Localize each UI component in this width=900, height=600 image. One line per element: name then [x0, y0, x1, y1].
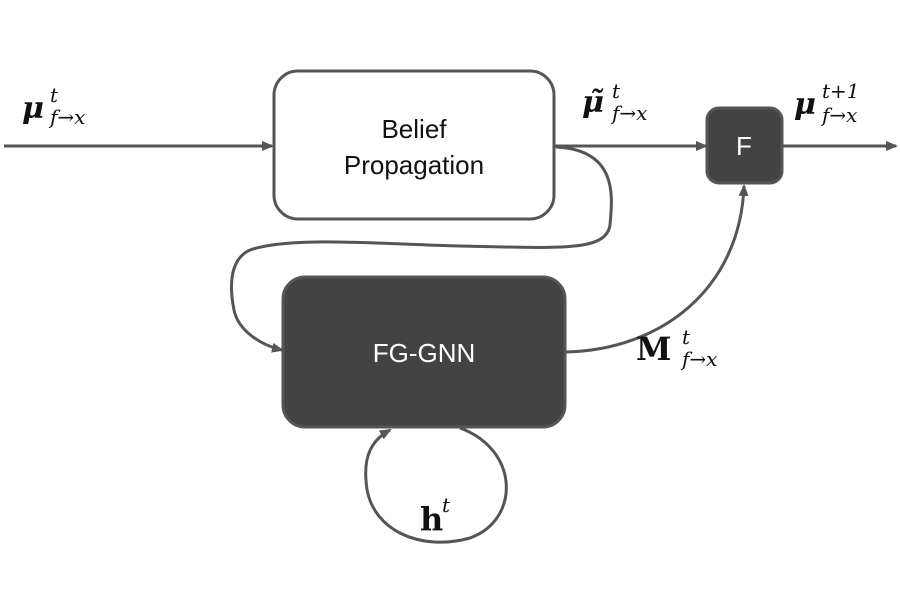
label-M: M t f→x — [636, 325, 717, 371]
label-h-base: h — [420, 500, 443, 538]
label-mu-out: μ t+1 f→x — [794, 79, 860, 127]
label-h: h t — [420, 493, 451, 538]
label-mu-in-sup: t — [50, 83, 59, 107]
fg-gnn-label: FG-GNN — [373, 338, 476, 368]
f-box-label: F — [736, 131, 752, 161]
label-mu-in-sub: f→x — [48, 105, 85, 129]
label-mu-in: μ t f→x — [22, 83, 85, 129]
edge-fggnn-self-loop — [364, 426, 508, 544]
f-box — [705, 106, 784, 185]
label-mu-tilde-sup: t — [612, 79, 621, 103]
edge-bp-to-fggnn — [229, 145, 613, 353]
belief-propagation-box — [272, 69, 556, 221]
label-M-base: M — [636, 330, 671, 368]
label-mu-in-base: μ — [22, 91, 44, 126]
edge-fggnn-to-f — [565, 184, 749, 354]
belief-propagation-label-line2: Propagation — [344, 150, 484, 180]
label-h-sup: t — [442, 493, 451, 517]
label-mu-tilde-sub: f→x — [610, 101, 647, 125]
label-M-sub: f→x — [680, 347, 717, 371]
label-mu-tilde: μ̃ t f→x — [582, 79, 647, 125]
label-mu-out-sub: f→x — [820, 103, 857, 127]
belief-propagation-label-line1: Belief — [381, 114, 447, 144]
label-M-sup: t — [682, 325, 691, 349]
label-mu-out-base: μ — [794, 87, 816, 122]
label-mu-out-sup: t+1 — [822, 79, 860, 103]
label-mu-tilde-base: μ̃ — [582, 85, 604, 120]
fg-gnn-box — [281, 275, 567, 429]
